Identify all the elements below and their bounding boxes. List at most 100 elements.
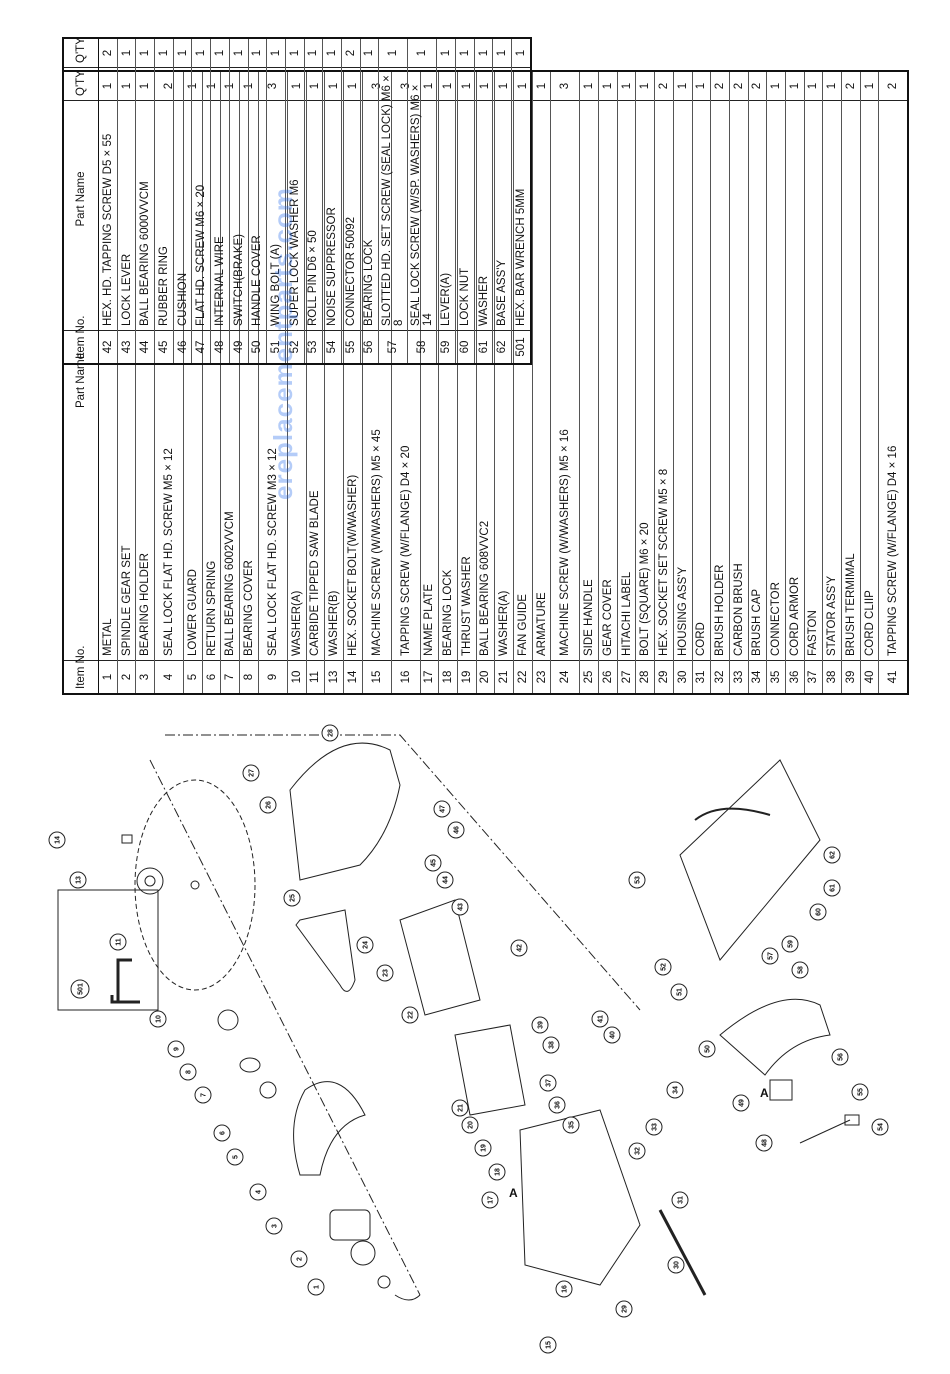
part-name-cell: RUBBER RING xyxy=(154,67,174,331)
blade-arbor-hole xyxy=(190,880,200,890)
svg-text:33: 33 xyxy=(652,1123,659,1131)
item-no-cell: 54 xyxy=(322,330,342,364)
washer-b-shape xyxy=(136,867,164,895)
item-no-cell: 58 xyxy=(407,330,437,364)
svg-text:27: 27 xyxy=(249,769,256,777)
callout-17: 17 xyxy=(481,1191,499,1209)
internal-wire-shape xyxy=(799,1119,851,1144)
svg-text:23: 23 xyxy=(383,969,390,977)
callout-51: 51 xyxy=(670,983,688,1001)
callout-35: 35 xyxy=(562,1116,580,1134)
svg-text:46: 46 xyxy=(454,826,461,834)
part-name-cell: MACHINE SCREW (W/WASHERS) M5 × 16 xyxy=(550,100,580,661)
part-name-cell: ARMATURE xyxy=(532,100,551,661)
qty-cell: 1 xyxy=(785,71,805,101)
svg-text:56: 56 xyxy=(838,1053,845,1061)
part-name-cell: BOLT (SQUARE) M6 × 20 xyxy=(635,100,655,661)
callout-28: 28 xyxy=(321,724,339,742)
svg-text:7: 7 xyxy=(201,1093,208,1097)
svg-text:26: 26 xyxy=(266,801,273,809)
part-name-cell: TAPPING SCREW (W/FLANGE) D4 × 16 xyxy=(878,100,909,661)
item-no-cell: 20 xyxy=(476,660,495,694)
part-name-cell: CARBON BRUSH xyxy=(729,100,749,661)
qty-cell: 2 xyxy=(748,71,767,101)
svg-text:39: 39 xyxy=(538,1021,545,1029)
header-qty: Q'TY xyxy=(63,37,99,68)
callout-38: 38 xyxy=(542,1036,560,1054)
item-no-cell: 35 xyxy=(766,660,786,694)
hex-bolt-shape xyxy=(121,834,133,844)
noise-suppressor-shape xyxy=(844,1114,860,1126)
qty-cell: 1 xyxy=(822,71,842,101)
item-no-cell: 1 xyxy=(98,660,118,694)
part-name-cell: FLAT HD. SCREW M6 × 20 xyxy=(191,67,211,331)
svg-text:16: 16 xyxy=(562,1285,569,1293)
svg-text:52: 52 xyxy=(661,963,668,971)
qty-cell: 1 xyxy=(266,38,286,68)
callout-61: 61 xyxy=(823,879,841,897)
qty-cell: 2 xyxy=(841,71,861,101)
callout-16: 16 xyxy=(555,1280,573,1298)
qty-cell: 2 xyxy=(654,71,674,101)
callout-8: 8 xyxy=(179,1063,197,1081)
svg-text:36: 36 xyxy=(555,1101,562,1109)
item-no-cell: 45 xyxy=(154,330,174,364)
qty-cell: 3 xyxy=(550,71,580,101)
qty-cell: 1 xyxy=(154,38,174,68)
part-name-cell: LEVER(A) xyxy=(436,67,456,331)
svg-text:8: 8 xyxy=(186,1070,193,1074)
callout-6: 6 xyxy=(213,1124,231,1142)
item-no-cell: 37 xyxy=(804,660,823,694)
svg-text:25: 25 xyxy=(290,894,297,902)
part-name-cell: LOCK LEVER xyxy=(117,67,136,331)
callout-54: 54 xyxy=(871,1118,889,1136)
item-no-cell: 28 xyxy=(635,660,655,694)
watermark-text: ereplacementparts.com xyxy=(268,187,298,500)
washer-a-shape xyxy=(217,1009,239,1031)
item-no-cell: 24 xyxy=(550,660,580,694)
svg-text:57: 57 xyxy=(768,952,775,960)
item-no-cell: 47 xyxy=(191,330,211,364)
callout-4: 4 xyxy=(249,1183,267,1201)
header-part-name: Part Name xyxy=(63,67,99,331)
callout-501: 501 xyxy=(70,979,90,999)
part-name-cell: ROLL PIN D6 × 50 xyxy=(304,67,323,331)
svg-text:55: 55 xyxy=(858,1088,865,1096)
callout-5: 5 xyxy=(226,1148,244,1166)
svg-text:32: 32 xyxy=(635,1147,642,1155)
svg-text:31: 31 xyxy=(678,1196,685,1204)
item-no-cell: 10 xyxy=(287,660,306,694)
callout-2: 2 xyxy=(290,1250,308,1268)
svg-text:49: 49 xyxy=(739,1099,746,1107)
svg-text:59: 59 xyxy=(788,940,795,948)
item-no-cell: 9 xyxy=(258,660,288,694)
item-no-cell: 23 xyxy=(532,660,551,694)
item-no-cell: 40 xyxy=(860,660,879,694)
part-name-cell: CORD CLIIP xyxy=(860,100,879,661)
svg-text:28: 28 xyxy=(328,729,335,737)
part-name-cell: NOISE SUPPRESSOR xyxy=(322,67,342,331)
item-no-cell: 43 xyxy=(117,330,136,364)
part-name-cell: HEX. HD. TAPPING SCREW D5 × 55 xyxy=(98,67,118,331)
svg-text:43: 43 xyxy=(458,903,465,911)
item-no-cell: 26 xyxy=(598,660,618,694)
header-item-no: Item No. xyxy=(63,316,99,364)
callout-41: 41 xyxy=(591,1010,609,1028)
spindle-gear-shape xyxy=(350,1240,376,1266)
qty-cell: 1 xyxy=(804,71,823,101)
item-no-cell: 42 xyxy=(98,330,118,364)
qty-cell: 2 xyxy=(710,71,730,101)
